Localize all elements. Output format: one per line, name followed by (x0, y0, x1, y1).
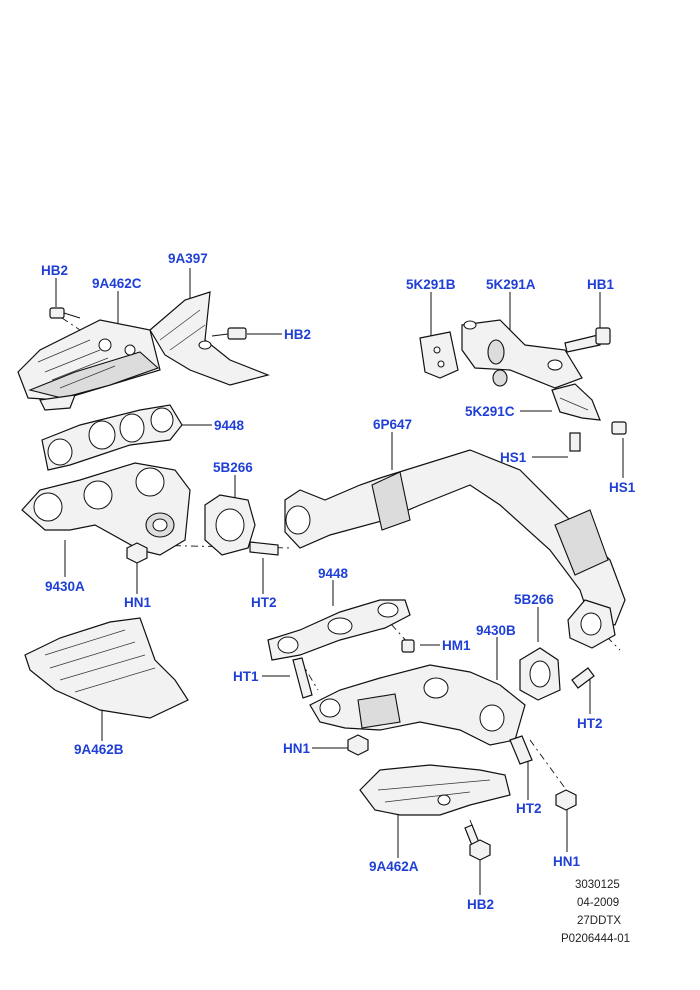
callout-9448-top: 9448 (214, 418, 245, 433)
stud-ht2-bottom (509, 735, 533, 765)
bracket-5k291a (461, 319, 583, 389)
callout-hb2-right: HB2 (284, 327, 312, 342)
nut-hn1-mid (347, 734, 369, 756)
callout-ht1: HT1 (233, 669, 259, 684)
callout-9430a: 9430A (45, 579, 85, 594)
callout-hb2-bottom: HB2 (467, 897, 495, 912)
footer-ref: P0206444-01 (561, 933, 631, 945)
callout-hn1-mid: HN1 (283, 741, 311, 756)
callout-hb1: HB1 (587, 277, 615, 292)
bolt-hb1 (564, 327, 611, 353)
callout-6p647: 6P647 (373, 417, 413, 432)
callout-5k291c: 5K291C (465, 404, 515, 419)
callout-9a397: 9A397 (168, 251, 208, 266)
gasket-9448-top (41, 404, 183, 471)
callout-5k291a: 5K291A (486, 277, 536, 292)
callout-5b266-right: 5B266 (514, 592, 554, 607)
heat-shield-9a462a (359, 764, 511, 816)
callout-5b266-left: 5B266 (213, 460, 253, 475)
gasket-5b266-right (519, 647, 561, 701)
heat-shield-9a462b (24, 617, 189, 719)
gasket-9448-mid (267, 599, 411, 661)
callout-9a462c: 9A462C (92, 276, 142, 291)
callout-ht2-left: HT2 (251, 595, 277, 610)
stud-ht1 (292, 657, 313, 699)
footer-date: 04-2009 (577, 897, 620, 909)
callout-hs1-left: HS1 (500, 450, 527, 465)
manifold-9430b (309, 664, 526, 746)
callout-hb2-top: HB2 (41, 263, 69, 278)
leader-lines (55, 268, 624, 895)
bolt-hb2-top (49, 307, 81, 319)
manifold-9430a (21, 462, 191, 556)
callout-5k291b: 5K291B (406, 277, 456, 292)
stud-ht2-right (571, 667, 595, 689)
callout-9a462a: 9A462A (369, 859, 419, 874)
gasket-5b266-left (204, 494, 256, 556)
footer-model: 27DDTX (577, 915, 622, 927)
pipe-6p647 (284, 449, 626, 649)
heat-shield-9a462c (17, 319, 161, 411)
bolt-hb2-right (211, 327, 247, 340)
callout-9448-mid: 9448 (318, 566, 349, 581)
nut-hn1-bottom (555, 789, 577, 811)
heat-shield-9a397 (149, 291, 270, 386)
callout-hm1: HM1 (442, 638, 471, 653)
callout-ht2-bottom: HT2 (516, 801, 542, 816)
callout-9a462b: 9A462B (74, 742, 124, 757)
bracket-5k291c (551, 383, 601, 421)
callout-hn1-bottom: HN1 (553, 854, 581, 869)
nut-hn1-left (126, 542, 148, 564)
callout-9430b: 9430B (476, 623, 516, 638)
callout-hn1-left: HN1 (124, 595, 152, 610)
bolt-hb2-bottom (464, 824, 491, 861)
footer-code: 3030125 (575, 879, 620, 891)
stud-ht2-left (249, 541, 279, 556)
callout-ht2-right: HT2 (577, 716, 603, 731)
stud-hm1 (401, 639, 415, 653)
callout-hs1-right: HS1 (609, 480, 636, 495)
bolt-hs1 (569, 421, 627, 452)
bracket-5k291b (419, 331, 459, 379)
